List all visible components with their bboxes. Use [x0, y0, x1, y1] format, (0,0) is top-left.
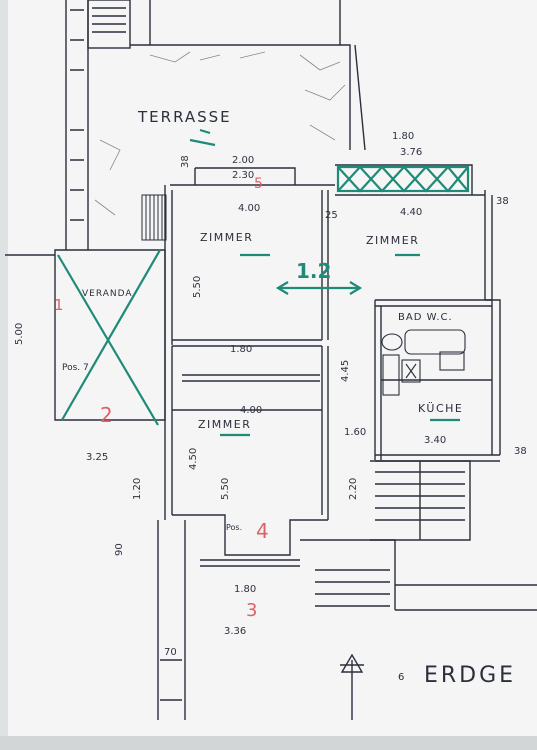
dim-325: 3.25: [86, 452, 108, 463]
room-label-zimmer-top-left: ZIMMER: [200, 231, 253, 244]
dim-70: 70: [164, 647, 177, 658]
room-labels: TERRASSE ZIMMER ZIMMER ZIMMER VERANDA BA…: [62, 108, 463, 532]
bathtub-fixture: [404, 329, 466, 355]
veranda-cross-line-2: [61, 249, 161, 421]
red-mark-3: 3: [246, 600, 257, 621]
room-label-zimmer-top-right: ZIMMER: [366, 234, 419, 247]
dim-400-top: 4.00: [238, 203, 260, 214]
walls: [5, 0, 537, 720]
dim-340: 3.40: [424, 435, 446, 446]
teal-markings: [57, 128, 470, 437]
north-arrow-icon: [340, 653, 364, 720]
washbasin-fixture: [439, 351, 465, 371]
dim-550-low: 5.50: [220, 478, 231, 500]
red-mark-5: 5: [254, 176, 263, 192]
dim-180-mid: 1.80: [230, 344, 252, 355]
red-mark-4: 4: [256, 519, 269, 543]
dim-336: 3.36: [224, 626, 246, 637]
room-label-veranda: VERANDA: [82, 289, 133, 299]
room-label-kueche: KÜCHE: [418, 402, 463, 415]
dim-376: 3.76: [400, 147, 422, 158]
kitchen-counter: [382, 354, 400, 396]
dim-440: 4.40: [400, 207, 422, 218]
dim-38c: 38: [514, 446, 527, 457]
dim-200: 2.00: [232, 155, 254, 166]
dim-25: 25: [325, 210, 338, 221]
dim-180-top: 1.80: [392, 131, 414, 142]
red-annotations: 1 2 3 4 5: [54, 176, 269, 621]
dim-160: 1.60: [344, 427, 366, 438]
dim-180-bottom: 1.80: [234, 584, 256, 595]
terrace-stone-pattern: [94, 51, 346, 216]
red-mark-1: 1: [54, 296, 64, 314]
paper-edge-left: [0, 0, 8, 750]
red-mark-2: 2: [100, 403, 113, 427]
dim-230: 2.30: [232, 170, 254, 181]
position-label-pos7: Pos. 7: [62, 363, 89, 373]
dim-38a: 38: [180, 155, 191, 168]
terrace-window: [141, 194, 167, 241]
room-label-zimmer-lower: ZIMMER: [198, 418, 251, 431]
paper-edge-bottom: [0, 736, 537, 750]
dimension-labels: 1.80 3.76 2.00 2.30 4.00 4.40 5.50 1.80 …: [14, 131, 527, 658]
dim-90: 90: [114, 543, 125, 556]
dim-550-top: 5.50: [192, 276, 203, 298]
footer-sheet-number: 6: [398, 672, 404, 683]
dim-400-mid: 4.00: [240, 405, 262, 416]
room-label-terrasse: TERRASSE: [137, 108, 232, 126]
dim-500: 5.00: [14, 323, 25, 345]
footer-title: ERDGE: [424, 663, 516, 688]
room-label-bad-wc: BAD W.C.: [398, 312, 453, 323]
dim-220: 2.20: [348, 478, 359, 500]
position-label-pos: Pos.: [226, 523, 242, 532]
fixtures: [381, 329, 466, 396]
dim-450: 4.50: [188, 448, 199, 470]
stove-fixture: [401, 359, 421, 383]
dim-38b: 38: [496, 196, 509, 207]
dim-120: 1.20: [132, 478, 143, 500]
dim-445: 4.45: [340, 360, 351, 382]
wc-fixture: [381, 333, 403, 351]
teal-note: 1.2: [296, 259, 331, 283]
